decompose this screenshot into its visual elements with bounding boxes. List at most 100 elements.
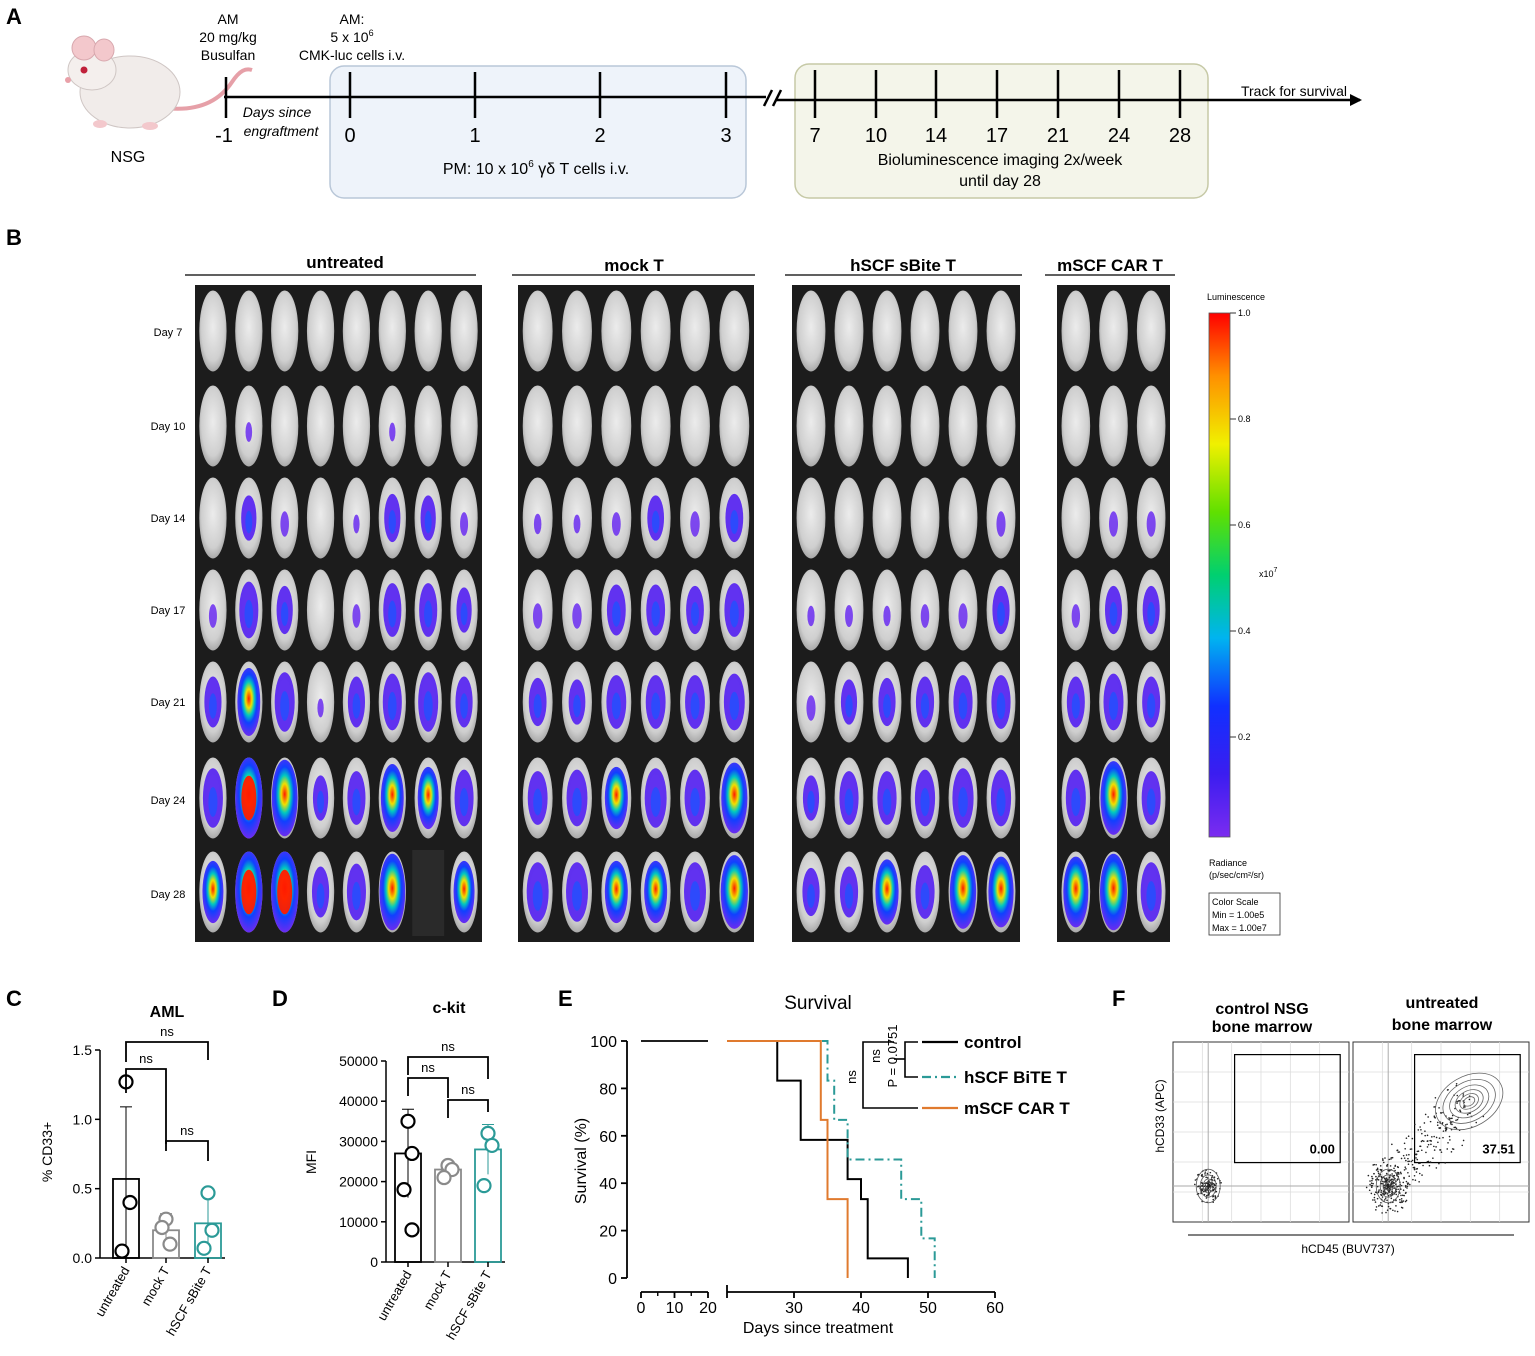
y-tick-label: 1.0 <box>73 1111 93 1127</box>
event-dot <box>1204 1173 1206 1175</box>
bli-signal-spot <box>1146 511 1156 537</box>
event-dot <box>1406 1185 1409 1188</box>
bli-signal-core <box>611 692 621 720</box>
event-dot <box>1433 1135 1435 1138</box>
event-dot <box>1210 1178 1213 1181</box>
track-survival-label: Track for survival <box>1241 83 1347 99</box>
event-dot <box>1206 1172 1209 1175</box>
event-dot <box>1433 1106 1435 1108</box>
event-dot <box>1386 1163 1389 1166</box>
density-contour <box>1449 1084 1490 1119</box>
bli-signal-core <box>730 509 739 535</box>
event-dot <box>1414 1123 1416 1126</box>
event-dot <box>1381 1158 1384 1160</box>
x-tick-label: mock T <box>420 1268 454 1312</box>
x-tick-label: untreated <box>374 1268 414 1323</box>
survival-line <box>727 1040 849 1278</box>
colorbar-ticks: 1.0 0.8 0.6 0.4 0.2 <box>1230 308 1251 742</box>
event-dot <box>1405 1168 1407 1170</box>
event-dot <box>1418 1181 1420 1183</box>
bli-signal-spot <box>611 512 621 536</box>
event-dot <box>1394 1210 1396 1212</box>
significance-bracket <box>125 1041 209 1062</box>
imaging-label-line2: until day 28 <box>959 173 1041 190</box>
cd33-gate <box>1413 1053 1521 1164</box>
density-contour <box>1463 1096 1476 1107</box>
mouse-image <box>719 290 750 372</box>
bli-signal-spot <box>389 422 396 442</box>
series-control <box>641 1040 909 1278</box>
significance-bracket <box>407 1077 449 1098</box>
bli-signal-spot <box>353 514 360 534</box>
group-label-mscf-car-t: mSCF CAR T <box>1057 256 1163 275</box>
mouse-image <box>910 477 940 559</box>
panel-letter-a: A <box>6 4 22 29</box>
bli-signal-spot <box>352 604 361 628</box>
event-dot <box>1446 1089 1449 1091</box>
bli-signal-core <box>958 692 968 720</box>
event-dot <box>1375 1209 1377 1211</box>
event-dot <box>1392 1185 1394 1187</box>
event-dot <box>1433 1145 1435 1148</box>
data-point <box>162 1236 178 1252</box>
event-dot <box>1430 1140 1433 1142</box>
bli-signal-hotspot <box>241 869 257 915</box>
x-tick-label: 20 <box>699 1300 717 1317</box>
density-contour <box>1459 1093 1479 1110</box>
mouse-image <box>1061 477 1091 559</box>
event-dot <box>1206 1177 1209 1179</box>
data-point <box>484 1137 500 1154</box>
event-dot <box>1446 1123 1448 1126</box>
event-dot <box>1402 1200 1405 1202</box>
event-dot <box>1403 1177 1405 1180</box>
event-dot <box>1386 1199 1388 1202</box>
tick-day-2: 2 <box>594 125 605 147</box>
mouse-image <box>834 477 864 559</box>
event-dot <box>1365 1186 1368 1189</box>
significance-label: ns <box>421 1060 435 1075</box>
bli-signal-core <box>209 693 217 719</box>
bli-block-background <box>792 285 1020 942</box>
event-dot <box>1403 1169 1406 1171</box>
event-dot <box>1427 1116 1429 1118</box>
data-point <box>400 1113 416 1129</box>
event-dot <box>1207 1186 1210 1189</box>
event-dot <box>1398 1191 1400 1193</box>
event-dot <box>1385 1172 1388 1175</box>
event-dot <box>1422 1164 1424 1167</box>
day-row-labels: Day 7 Day 10 Day 14 Day 17 Day 21 Day 24… <box>151 327 186 901</box>
colorbar-tick-1-0: 1.0 <box>1238 308 1251 318</box>
event-dot <box>1447 1142 1449 1144</box>
bli-signal-core <box>690 601 700 627</box>
bli-block-hscf-sbite-t <box>792 285 1020 942</box>
bli-signal-core <box>807 883 815 909</box>
event-dot <box>1462 1139 1465 1142</box>
event-dot <box>1400 1188 1402 1190</box>
event-dot <box>1455 1119 1457 1122</box>
event-dot <box>1397 1188 1399 1191</box>
event-dot <box>1405 1199 1408 1202</box>
legend-label: hSCF BiTE T <box>964 1068 1068 1087</box>
event-dot <box>1368 1189 1371 1192</box>
event-dot <box>1436 1124 1439 1127</box>
y-tick-label: 50000 <box>339 1053 378 1069</box>
colorbar-multiplier-exp: 7 <box>1274 567 1278 574</box>
cell-injection-annotation: AM: 5 x 106 CMK-luc cells i.v. <box>299 11 405 63</box>
event-dot <box>1404 1166 1407 1168</box>
bli-signal-core <box>690 787 700 817</box>
event-dot <box>1382 1159 1384 1162</box>
event-dot <box>1408 1153 1410 1156</box>
survival-line <box>727 1040 909 1278</box>
event-dot <box>1372 1199 1374 1201</box>
event-dot <box>1382 1161 1385 1164</box>
event-dot <box>1417 1129 1420 1131</box>
event-dot <box>1380 1193 1382 1196</box>
event-dot <box>1419 1126 1421 1128</box>
event-dot <box>1439 1127 1441 1130</box>
event-dot <box>1369 1183 1371 1186</box>
mouse-image <box>562 290 592 372</box>
x-tick-label: 40 <box>852 1300 870 1317</box>
bli-signal-core <box>729 691 740 721</box>
bli-signal-core <box>388 691 397 721</box>
